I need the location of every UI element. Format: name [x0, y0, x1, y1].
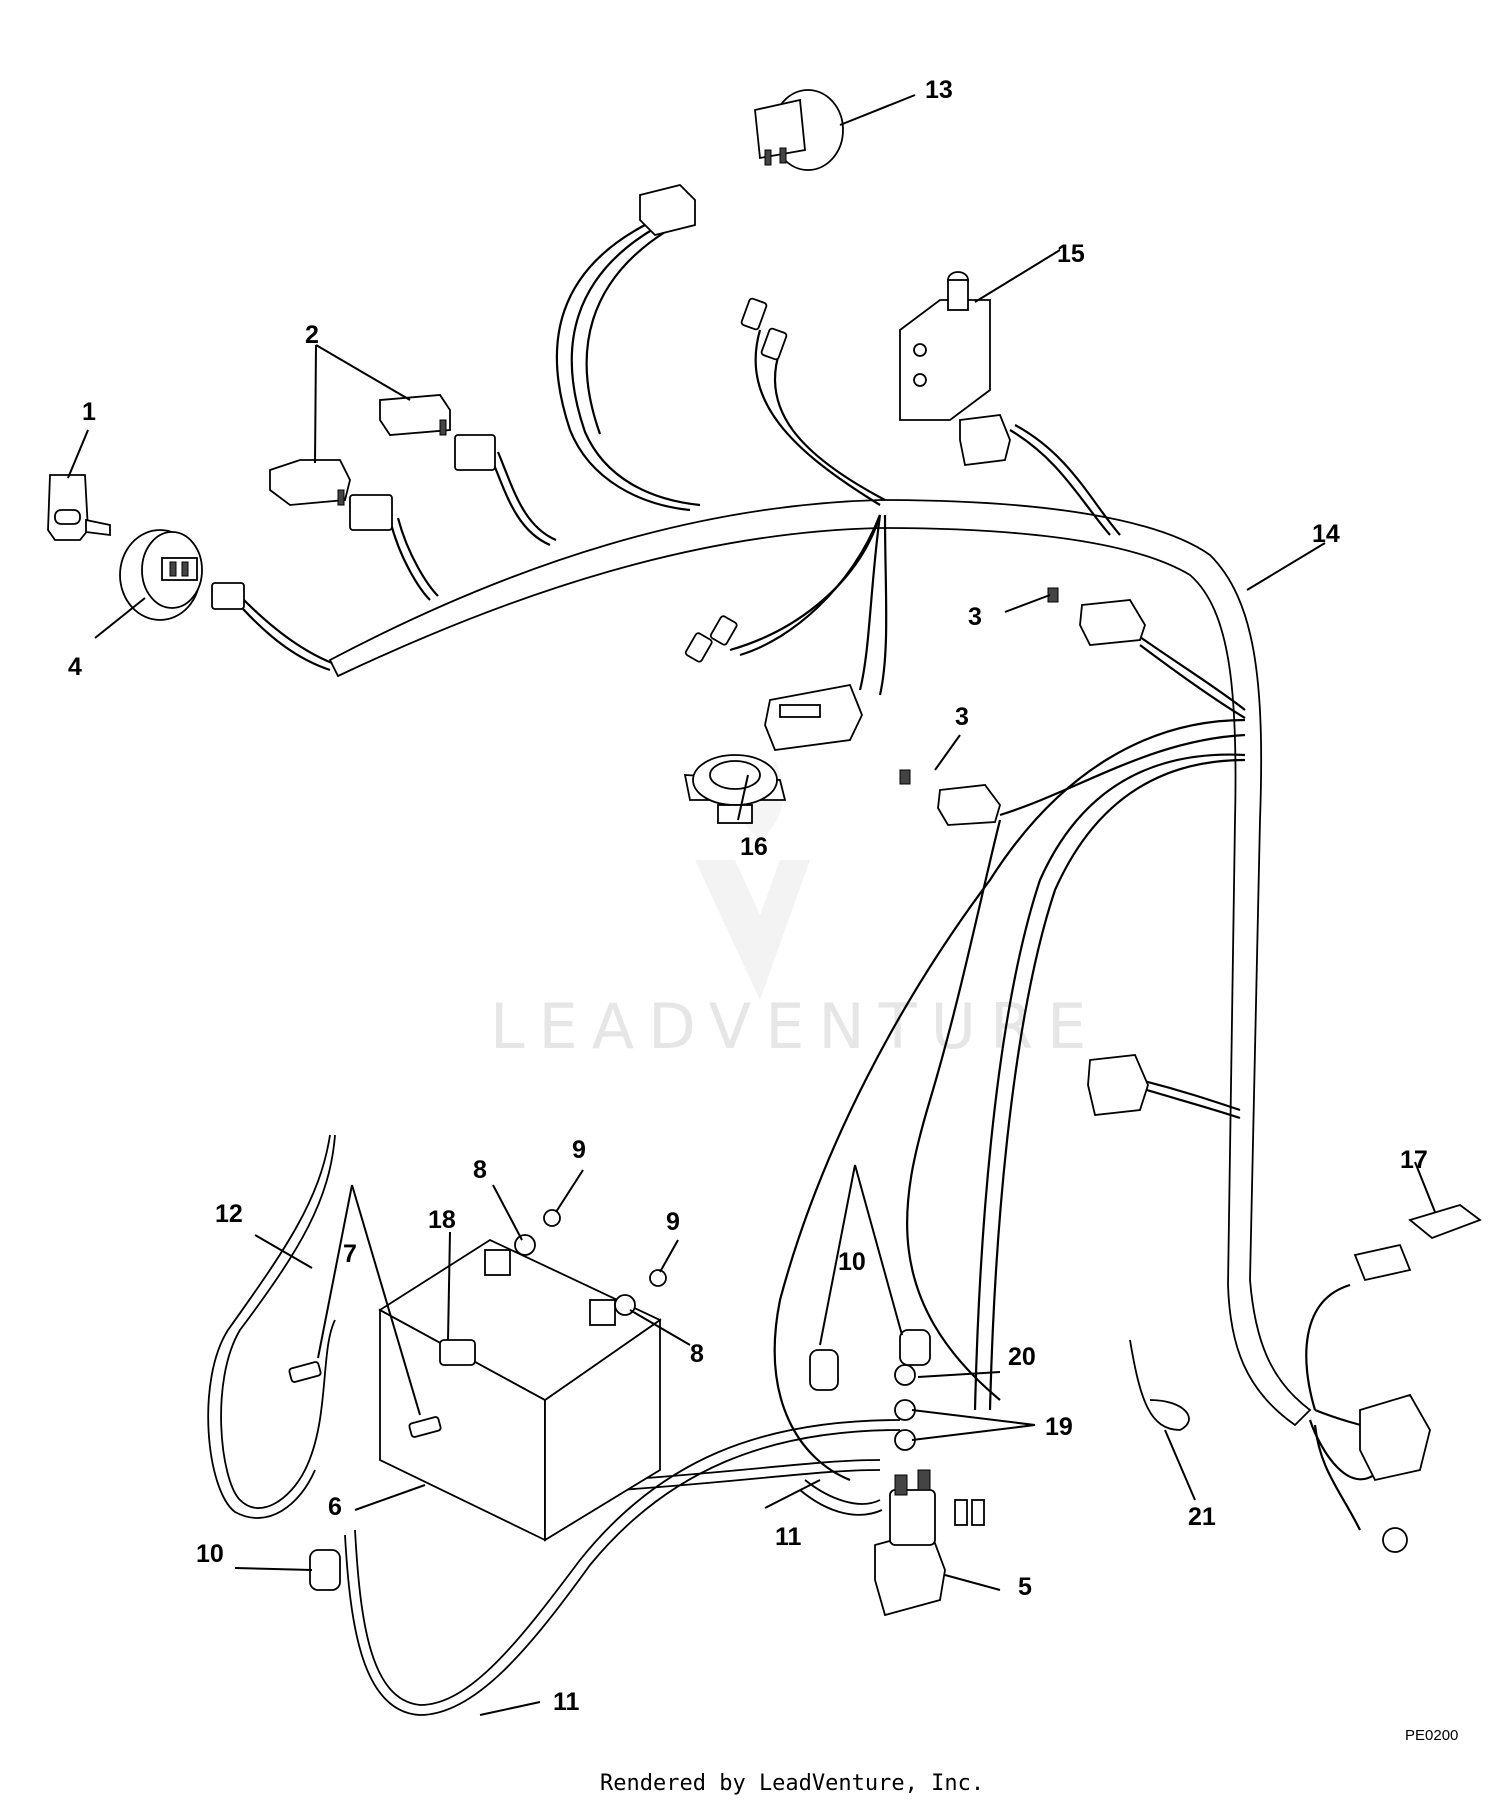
seat-switch-icon: [754, 89, 844, 171]
callout-18: 18: [428, 1206, 456, 1234]
interlock-switch-icon: [899, 271, 1011, 466]
fuse-icon-lower: [899, 769, 1001, 826]
cable-tie-icon: [1129, 1339, 1190, 1431]
battery-icon: [378, 1238, 662, 1542]
key-switch-icon: [119, 529, 245, 621]
footer-credit: Rendered by LeadVenture, Inc.: [600, 1771, 984, 1796]
watermark-text: LEADVENTURE: [490, 990, 1100, 1063]
bolt-icon: [288, 1361, 442, 1438]
terminal-boot-icon: [309, 1329, 931, 1591]
diagram-code: PE0200: [1405, 1727, 1458, 1744]
callout-12: 12: [215, 1200, 243, 1228]
callout-1: 1: [82, 398, 96, 426]
callout-19: 19: [1045, 1413, 1073, 1441]
callout-10-lower: 10: [196, 1540, 224, 1568]
spade-terminal-pair-icon: [740, 297, 788, 361]
callout-4: 4: [68, 653, 82, 681]
callout-2: 2: [305, 321, 319, 349]
ignition-key-icon: [47, 474, 111, 541]
harness-connector-mid-icon: [1087, 1054, 1149, 1116]
callout-7: 7: [343, 1240, 357, 1268]
callout-9-lower: 9: [666, 1208, 680, 1236]
starter-solenoid-icon: [874, 1469, 985, 1617]
watermark: LEADVENTURE: [490, 760, 1100, 1063]
callout-14: 14: [1312, 520, 1340, 548]
fuse-icon-upper: [1047, 587, 1146, 646]
callout-labels: 1 2 3 3 4 5 6 7 8 8 9 9 10 10 11 11 12 1…: [68, 76, 1428, 1716]
callout-13: 13: [925, 76, 953, 104]
callout-16: 16: [740, 833, 768, 861]
callout-11-lower: 11: [553, 1688, 580, 1716]
hex-nut-icon: [894, 1364, 916, 1386]
callout-5: 5: [1018, 1573, 1032, 1601]
harness-connector-top-icon: [639, 184, 696, 236]
callout-8-upper: 8: [473, 1156, 487, 1184]
callout-21: 21: [1188, 1503, 1216, 1531]
relay-upper-icon: [379, 394, 496, 471]
relay-cover-icon: [1353, 1204, 1482, 1553]
callout-11-upper: 11: [775, 1523, 802, 1551]
hour-meter-icon: [683, 754, 787, 824]
callout-3-lower: 3: [955, 703, 969, 731]
spade-terminal-lower-icon: [684, 615, 738, 663]
cable-11-long: [354, 1419, 901, 1706]
main-harness-sleeve: [328, 499, 1312, 1427]
callout-8-lower: 8: [690, 1340, 704, 1368]
callout-9-upper: 9: [572, 1136, 586, 1164]
ground-cable-12: [220, 1134, 336, 1509]
nut-icon: [543, 1209, 667, 1287]
callout-15: 15: [1057, 240, 1085, 268]
relay-lower-icon: [269, 459, 393, 531]
callout-10-upper: 10: [838, 1248, 866, 1276]
callout-17: 17: [1400, 1146, 1428, 1174]
callout-3-upper: 3: [968, 603, 982, 631]
leader-lines: [67, 94, 1436, 1716]
callout-6: 6: [328, 1493, 342, 1521]
harness-wires: [234, 224, 1381, 1531]
pto-connector-icon: [764, 683, 863, 751]
callout-20: 20: [1008, 1343, 1036, 1371]
lock-washer-icon: [894, 1399, 916, 1451]
